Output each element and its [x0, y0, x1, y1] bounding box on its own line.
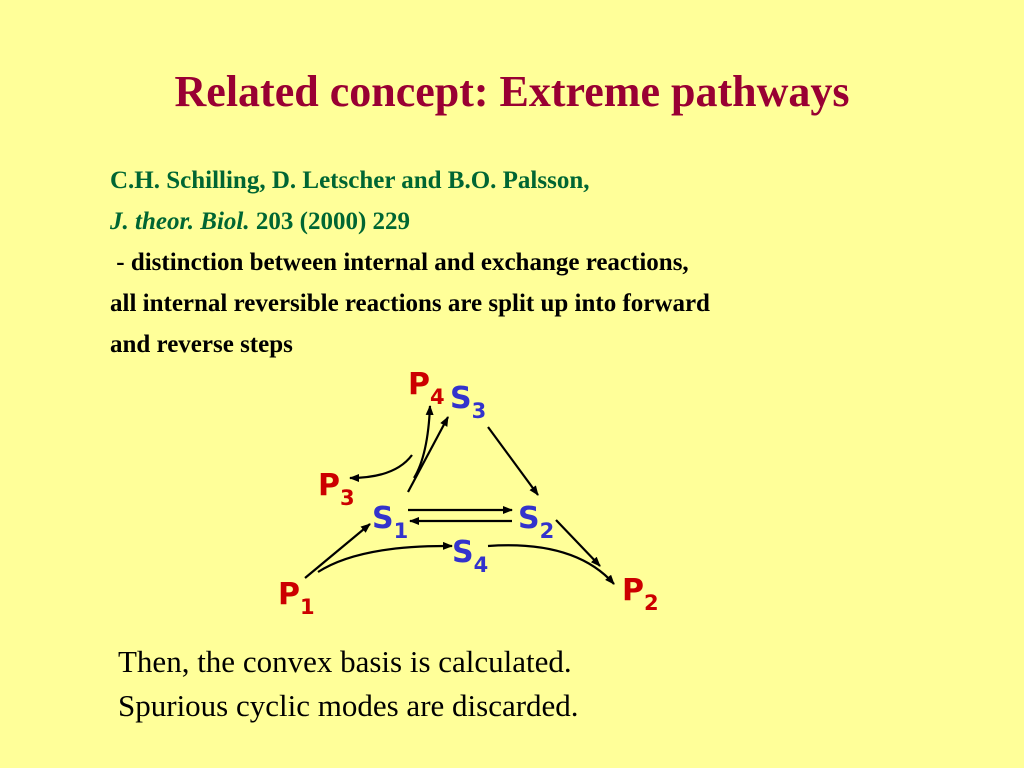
node-s2: S2 — [518, 501, 554, 543]
description-line-1: - distinction between internal and excha… — [110, 249, 689, 276]
conclusion-text: Then, the convex basis is calculated. Sp… — [118, 640, 918, 728]
node-p1: P1 — [278, 577, 315, 619]
node-s3: S3 — [450, 381, 486, 423]
arrow-s1-s3 — [407, 416, 449, 493]
reference-journal: J. theor. Biol. — [110, 208, 250, 235]
reference-authors: C.H. Schilling, D. Letscher and B.O. Pal… — [110, 167, 590, 194]
description: - distinction between internal and excha… — [110, 242, 970, 365]
node-s1: S1 — [372, 501, 408, 543]
arrow-s4-p2 — [487, 544, 615, 585]
description-line-3: and reverse steps — [110, 331, 293, 358]
arrow-p1-s1 — [304, 523, 371, 579]
slide-title: Related concept: Extreme pathways — [174, 67, 850, 116]
arrow-s2-p2 — [555, 519, 601, 567]
node-s4: S4 — [452, 535, 488, 577]
arrow-s1-p3 — [349, 454, 413, 482]
arrow-s3-s2 — [487, 426, 539, 496]
reference-volume: 203 (2000) 229 — [249, 208, 411, 235]
arrow-s1-p4 — [413, 405, 434, 479]
node-p2: P2 — [622, 573, 659, 615]
reference-citation: C.H. Schilling, D. Letscher and B.O. Pal… — [110, 160, 950, 242]
conclusion-line-2: Spurious cyclic modes are discarded. — [118, 688, 579, 723]
node-p3: P3 — [318, 468, 355, 510]
node-p4: P4 — [408, 367, 445, 409]
conclusion-line-1: Then, the convex basis is calculated. — [118, 644, 572, 679]
arrow-p1-s4 — [317, 541, 453, 573]
description-line-2: all internal reversible reactions are sp… — [110, 290, 710, 317]
reference-journal-line: J. theor. Biol. 203 (2000) 229 — [110, 201, 950, 242]
